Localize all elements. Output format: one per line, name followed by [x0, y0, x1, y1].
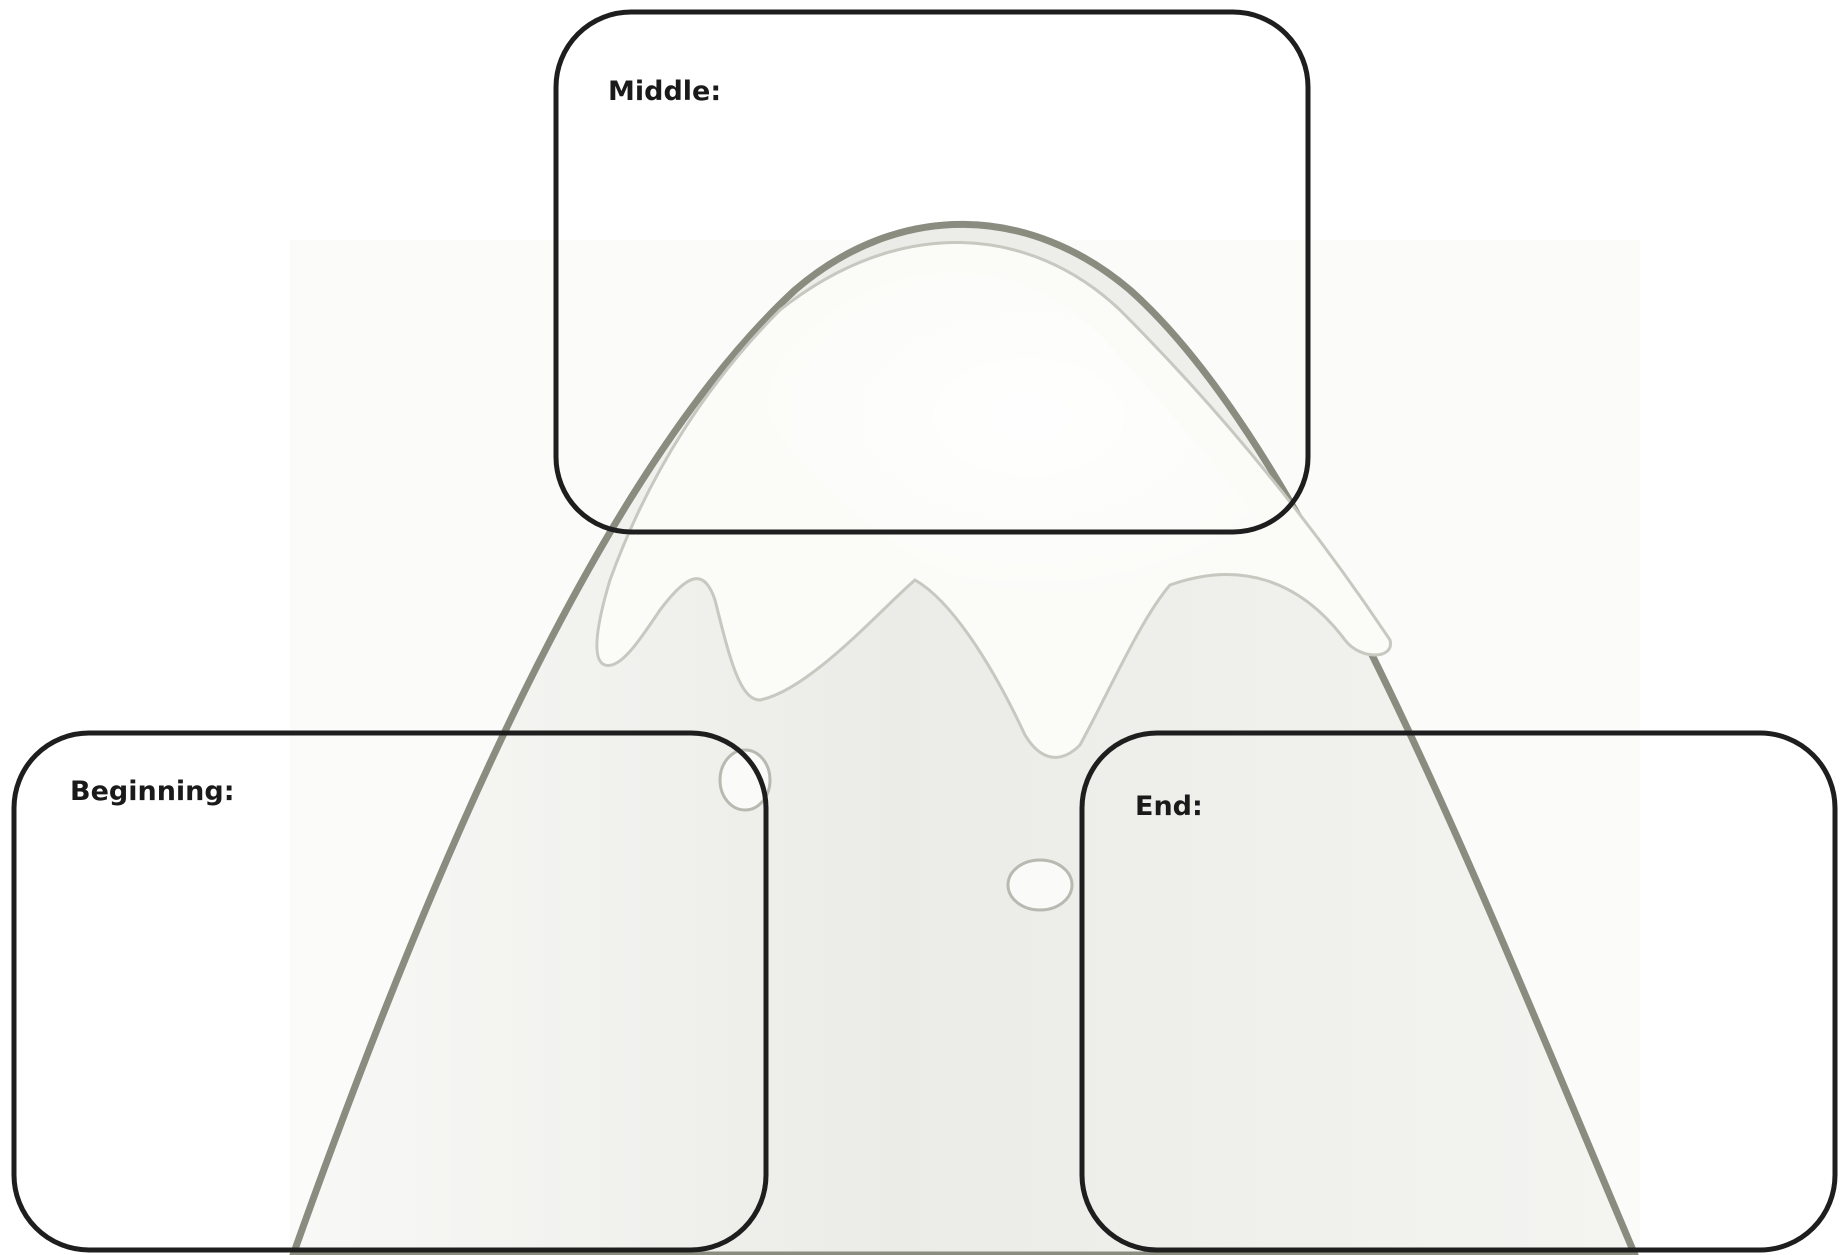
rock-right — [1008, 860, 1072, 910]
middle-label: Middle: — [608, 76, 721, 107]
end-label: End: — [1135, 791, 1203, 822]
beginning-label: Beginning: — [70, 776, 235, 807]
